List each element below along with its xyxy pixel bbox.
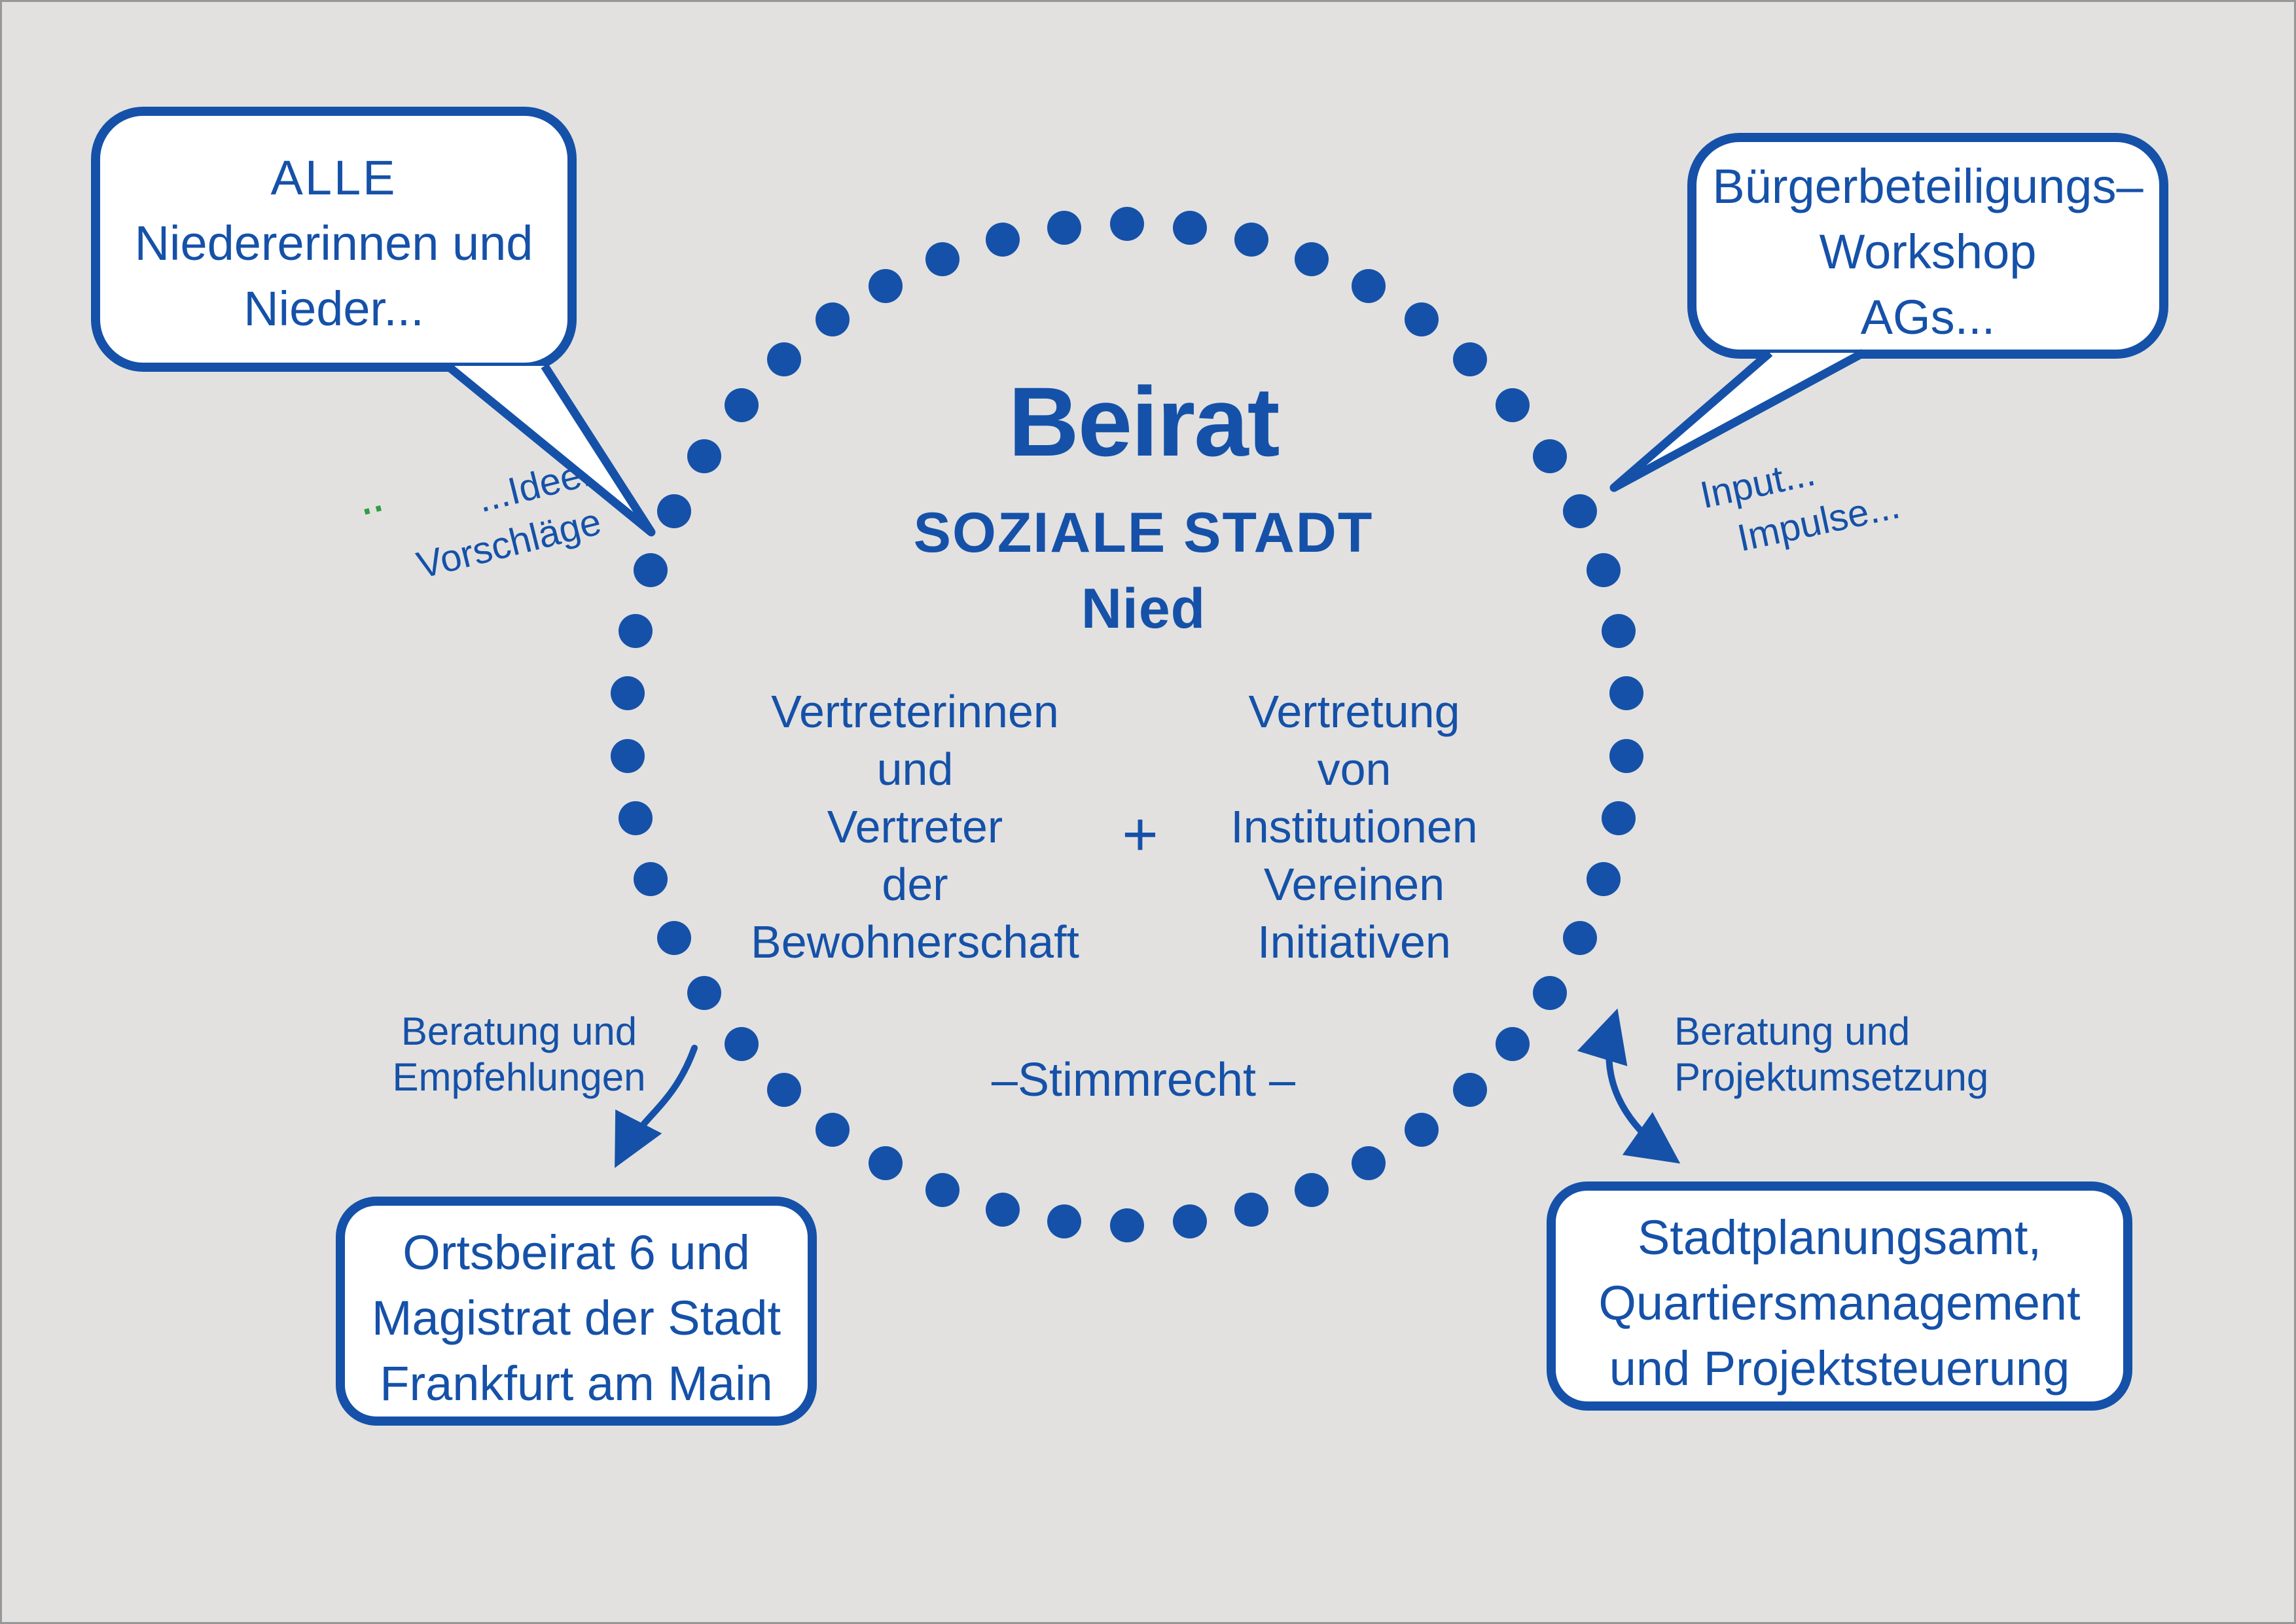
left-column-line: und	[876, 744, 954, 795]
bubble-line: Niedererinnen und	[134, 216, 533, 270]
ring-dot	[1452, 1072, 1487, 1107]
label-line: Empfehlungen	[392, 1055, 646, 1099]
right-column-line: Vereinen	[1263, 859, 1445, 910]
ring-dot	[1532, 439, 1567, 474]
ring-dot	[1602, 613, 1636, 648]
bubble-line: Nieder...	[243, 281, 424, 336]
ring-dot	[724, 1026, 759, 1061]
ring-dot	[1294, 1173, 1329, 1208]
bubble-line: Bürgerbeteiligungs–	[1712, 159, 2144, 213]
ring-dot	[767, 342, 802, 377]
ring-dot	[1586, 862, 1621, 897]
box-line: Ortsbeirat 6 und	[403, 1225, 750, 1280]
ring-dot	[1351, 1146, 1386, 1181]
ring-dot	[656, 920, 691, 955]
right-column-line: Institutionen	[1230, 801, 1478, 852]
box-line: Frankfurt am Main	[380, 1356, 773, 1411]
right-column-institutionen: Vertretung von Institutionen Vereinen In…	[1151, 683, 1557, 971]
label-line: Projektumsetzung	[1674, 1055, 1989, 1099]
left-column-line: Vertreter	[827, 801, 1003, 852]
left-column-line: Vertreterinnen	[771, 686, 1059, 737]
ring-dot	[1294, 242, 1329, 276]
box-line: Magistrat der Stadt	[371, 1291, 781, 1345]
ring-dot	[767, 1072, 802, 1107]
ring-dot	[1047, 1204, 1082, 1238]
ring-dot	[1532, 975, 1567, 1010]
circle-subtitle-soziale-stadt: SOZIALE STADT	[913, 501, 1374, 564]
ring-dot	[816, 302, 850, 337]
ring-dot	[1496, 388, 1530, 423]
ring-dot	[869, 268, 903, 303]
ring-dot	[925, 242, 960, 276]
ring-dot	[1351, 268, 1386, 303]
ring-dot	[1110, 207, 1144, 241]
box-ortsbeirat-magistrat: Ortsbeirat 6 und Magistrat der Stadt Fra…	[336, 1197, 817, 1426]
box-stadtplanungsamt: Stadtplanungsamt, Quartiersmanagement un…	[1547, 1182, 2132, 1411]
left-column-bewohnerschaft: Vertreterinnen und Vertreter der Bewohne…	[712, 683, 1118, 971]
ring-dot	[634, 552, 668, 587]
circle-title: Beirat	[1008, 367, 1280, 477]
ring-dot	[1172, 1204, 1207, 1238]
left-column-line: Bewohnerschaft	[751, 916, 1079, 967]
ring-dot	[1404, 1112, 1439, 1147]
circle-subtitle-nied: Nied	[1081, 577, 1206, 640]
ring-dot	[1602, 801, 1636, 836]
ring-dot	[1609, 739, 1644, 774]
ring-dot	[985, 223, 1020, 257]
ring-dot	[687, 439, 722, 474]
ring-dot	[869, 1146, 903, 1181]
ring-dot	[1234, 223, 1269, 257]
ring-dot	[634, 862, 668, 897]
speech-bubble-buergerbeteiligung: Bürgerbeteiligungs– Workshop AGs...	[1687, 133, 2168, 359]
ring-dot	[1563, 920, 1598, 955]
box-line: Quartiersmanagement	[1598, 1276, 2081, 1330]
ring-dot	[1586, 552, 1621, 587]
ring-dot	[1563, 494, 1598, 529]
label-beratung-empfehlungen: Beratung und Empfehlungen	[365, 1009, 673, 1100]
ring-dot	[1609, 676, 1644, 710]
ring-dot	[618, 801, 653, 836]
ring-dot	[610, 739, 645, 774]
ring-dot	[1047, 211, 1082, 245]
ring-dot	[816, 1112, 850, 1147]
label-line: Beratung und	[1674, 1009, 1910, 1053]
plus-sign: +	[1122, 800, 1158, 869]
ring-dot	[656, 494, 691, 529]
ring-dot	[1234, 1192, 1269, 1227]
speech-bubble-alle-niedererinnen: ALLE Niedererinnen und Nieder...	[91, 107, 577, 372]
ring-dot	[687, 975, 722, 1010]
right-column-line: von	[1317, 744, 1391, 795]
ring-dot	[610, 676, 645, 710]
label-beratung-projektumsetzung: Beratung und Projektumsetzung	[1674, 1009, 2067, 1100]
bubble-line: Workshop	[1819, 225, 2037, 279]
stimmrecht-note: –Stimmrecht –	[991, 1054, 1296, 1106]
ring-dot	[1110, 1208, 1144, 1242]
ring-dot	[618, 613, 653, 648]
box-line: und Projektsteuerung	[1609, 1341, 2070, 1396]
right-column-line: Initiativen	[1257, 916, 1451, 967]
ring-dot	[724, 388, 759, 423]
ring-dot	[925, 1173, 960, 1208]
ring-dot	[1452, 342, 1487, 377]
box-line: Stadtplanungsamt,	[1637, 1210, 2042, 1265]
bubble-line: AGs...	[1860, 290, 1996, 344]
label-line: Beratung und	[401, 1009, 637, 1053]
ring-dot	[1404, 302, 1439, 337]
left-column-line: der	[882, 859, 948, 910]
ring-dot	[985, 1192, 1020, 1227]
ring-dot	[1172, 211, 1207, 245]
ring-dot	[1496, 1026, 1530, 1061]
right-column-line: Vertretung	[1248, 686, 1460, 737]
bubble-line: ALLE	[270, 151, 397, 205]
